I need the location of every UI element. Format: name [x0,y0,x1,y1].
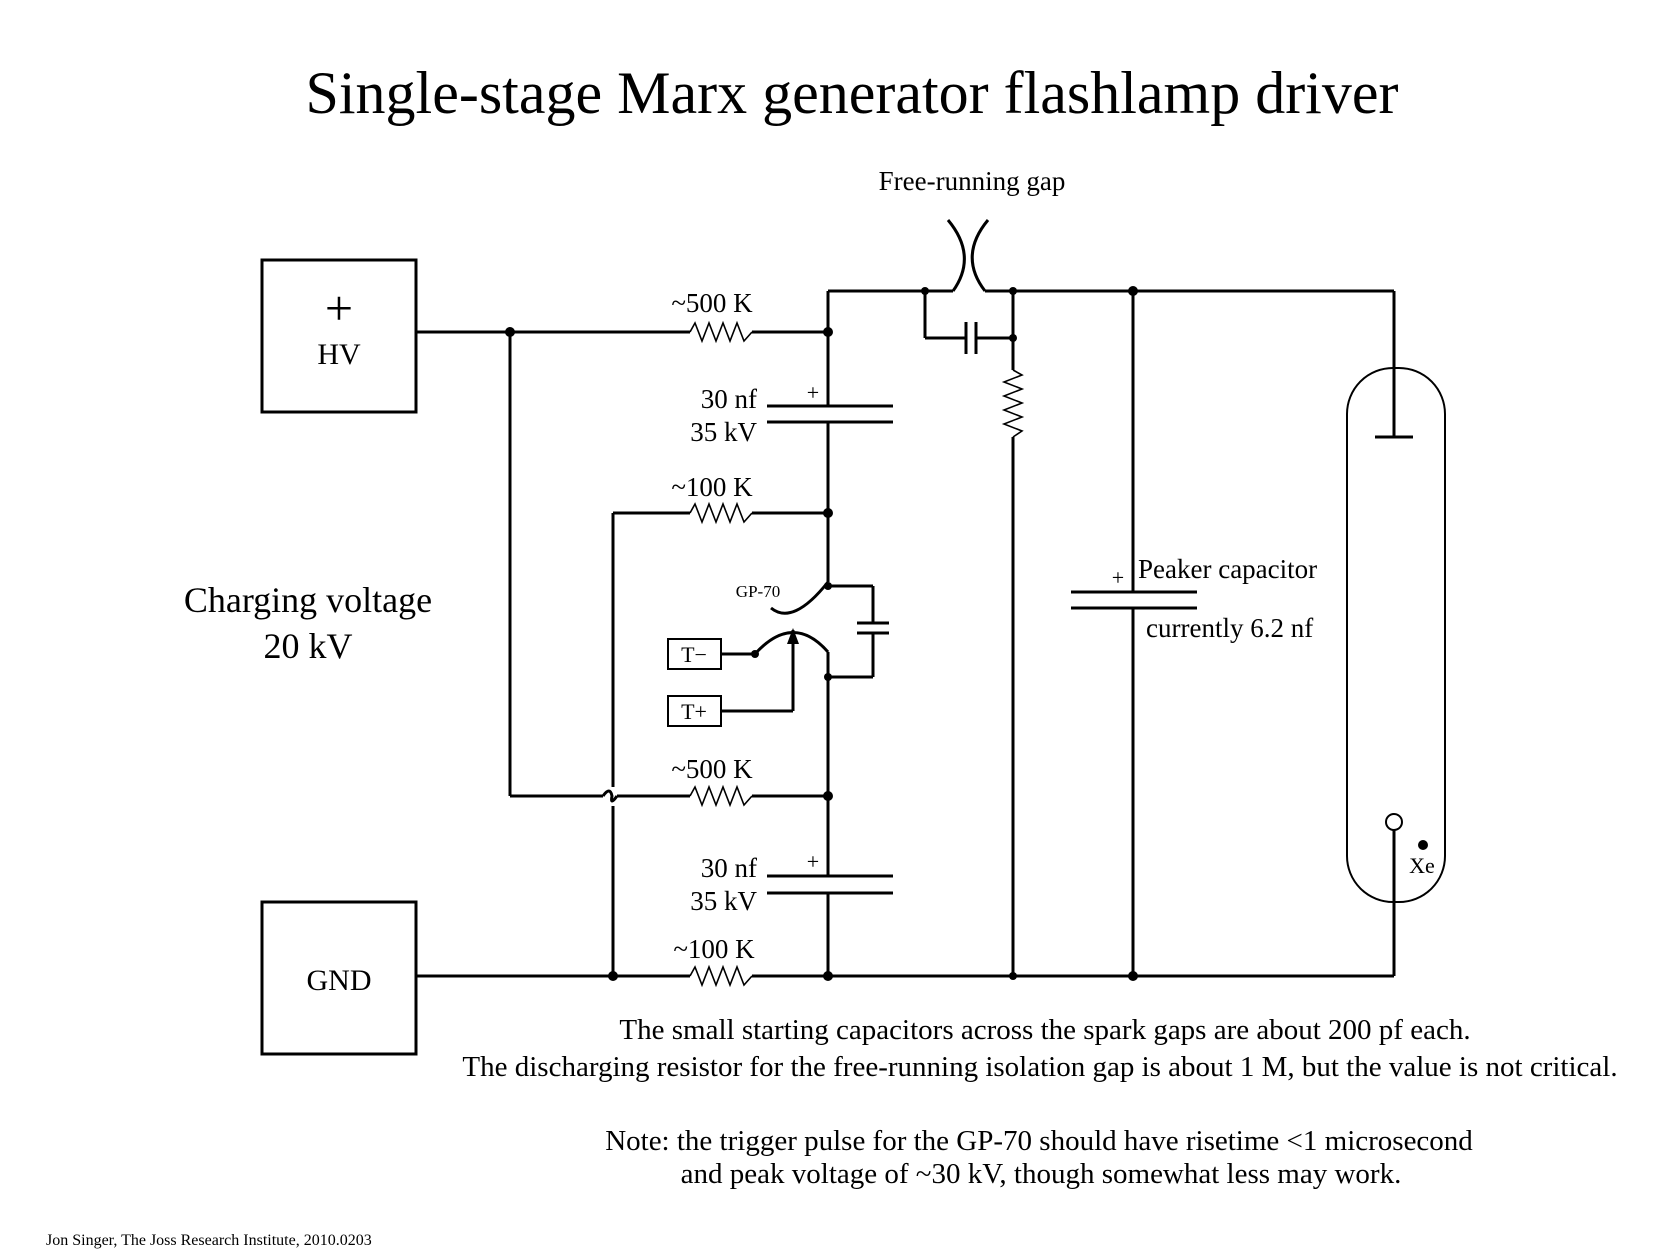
trigger-plus-label: T+ [681,699,707,724]
cap-bottom-polarity: + [807,849,819,874]
note-trigger-pulse: Note: the trigger pulse for the GP-70 sh… [605,1125,1473,1157]
peaker-capacitor [1071,590,1197,610]
gap-bypass-capacitor [964,322,978,354]
diagram-title: Single-stage Marx generator flashlamp dr… [306,60,1399,126]
xenon-flashlamp: Xe [1346,350,1446,903]
gnd-box: GND [260,900,418,1056]
resistor-top-500k [689,320,753,344]
resistor-bottom-100k [689,964,753,988]
resistor-upper-100k-label: ~100 K [671,472,753,502]
note-starting-capacitors: The small starting capacitors across the… [619,1014,1470,1046]
peaker-capacitor-value: currently 6.2 nf [1146,613,1313,643]
hv-plus-symbol: + [325,280,353,336]
cap-top-value-label: 30 nf [701,384,757,414]
note-peak-voltage: and peak voltage of ~30 kV, though somew… [681,1158,1402,1190]
junction-dots [505,286,1138,981]
gp70-spark-gap [753,581,830,656]
free-running-gap-label: Free-running gap [879,166,1066,196]
charging-voltage-label: Charging voltage [184,580,432,620]
cap-top-voltage-label: 35 kV [690,417,757,447]
cap-bottom-value-label: 30 nf [701,853,757,883]
trigger-minus-label: T− [681,642,707,667]
gnd-label: GND [307,964,372,997]
gp70-label: GP-70 [736,582,780,601]
charging-voltage-value: 20 kV [264,626,353,666]
resistor-mid-500k [689,784,753,808]
resistor-bottom-100k-label: ~100 K [673,934,755,964]
free-running-spark-gap [925,219,1013,293]
trigger-plus-box: T+ [667,695,722,727]
resistor-top-label: ~500 K [671,288,753,318]
capacitor-bottom-30nf [767,874,893,895]
cap-top-polarity: + [807,380,819,405]
cap-bottom-voltage-label: 35 kV [690,886,757,916]
note-discharging-resistor: The discharging resistor for the free-ru… [462,1051,1617,1083]
resistor-mid-500k-label: ~500 K [671,754,753,784]
trigger-minus-box: T− [667,638,722,670]
xenon-label: Xe [1409,853,1435,878]
hv-supply-box: + HV [260,258,418,414]
discharge-resistor [1001,369,1025,438]
hv-label: HV [317,338,361,371]
credit-line: Jon Singer, The Joss Research Institute,… [46,1232,372,1249]
resistor-upper-100k [689,501,753,525]
peaker-polarity: + [1112,565,1124,590]
capacitor-top-30nf [767,404,893,424]
gp70-bypass-capacitor [857,621,889,635]
circuit-wires [416,289,1396,978]
peaker-capacitor-label: Peaker capacitor [1138,554,1317,584]
